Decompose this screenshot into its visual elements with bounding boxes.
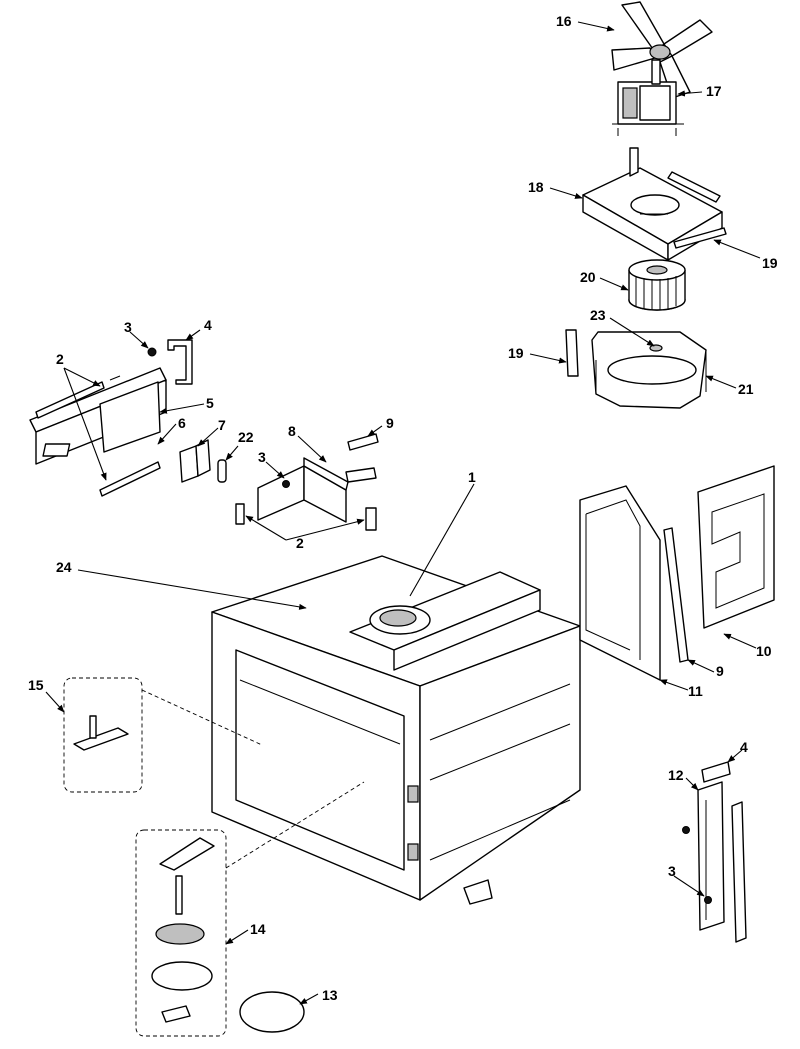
callout-1: 1 (468, 469, 476, 485)
blower-wheel (628, 259, 686, 311)
motor-bracket (582, 147, 723, 261)
fuse (217, 459, 227, 483)
u-gasket (167, 339, 193, 385)
switch-bracket (179, 439, 211, 483)
oven-cabinet (211, 555, 581, 901)
callout-12: 12 (668, 767, 684, 783)
callout-22: 22 (238, 429, 254, 445)
callout-15: 15 (28, 677, 44, 693)
callout-2: 2 (296, 535, 304, 551)
callout-23: 23 (590, 307, 606, 323)
rear-channel (682, 781, 725, 931)
center-strips (235, 433, 379, 531)
detail-box-15 (63, 677, 263, 793)
center-bracket (257, 457, 349, 523)
callout-10: 10 (756, 643, 772, 659)
fan-motor (612, 59, 684, 136)
callout-3: 3 (668, 863, 676, 879)
callout-17: 17 (706, 83, 722, 99)
housing-gasket (565, 329, 579, 377)
fan-blade (611, 1, 713, 99)
callout-5: 5 (206, 395, 214, 411)
callout-18: 18 (528, 179, 544, 195)
small-connector (42, 443, 71, 457)
leader-lines (45, 21, 761, 1005)
callout-8: 8 (288, 423, 296, 439)
callout-3: 3 (124, 319, 132, 335)
callout-20: 20 (580, 269, 596, 285)
callout-21: 21 (738, 381, 754, 397)
callout-7: 7 (218, 417, 226, 433)
callout-14: 14 (250, 921, 266, 937)
duct-frame (579, 485, 661, 681)
blower-housing (591, 331, 707, 409)
control-bracket (29, 347, 167, 465)
callout-19: 19 (762, 255, 778, 271)
side-panel (697, 465, 775, 629)
bracket-gasket-strip (667, 171, 727, 249)
callout-9: 9 (386, 415, 394, 431)
side-gasket (663, 527, 689, 663)
lower-gasket (701, 761, 731, 783)
callout-16: 16 (556, 13, 572, 29)
callout-4: 4 (740, 739, 748, 755)
rear-strip (731, 801, 747, 943)
callout-9: 9 (716, 663, 724, 679)
callout-3: 3 (258, 449, 266, 465)
callout-4: 4 (204, 317, 212, 333)
small-cap (463, 879, 493, 905)
callout-labels: 1 2 2 3 3 3 4 4 5 6 7 8 9 9 10 11 12 13 … (28, 13, 778, 1003)
stirrer-cover (239, 991, 305, 1033)
callout-2: 2 (56, 351, 64, 367)
callout-6: 6 (178, 415, 186, 431)
callout-11: 11 (688, 683, 703, 699)
callout-13: 13 (322, 987, 338, 1003)
callout-24: 24 (56, 559, 72, 575)
left-strip (35, 381, 161, 497)
detail-box-14 (135, 781, 365, 1037)
callout-19: 19 (508, 345, 524, 361)
